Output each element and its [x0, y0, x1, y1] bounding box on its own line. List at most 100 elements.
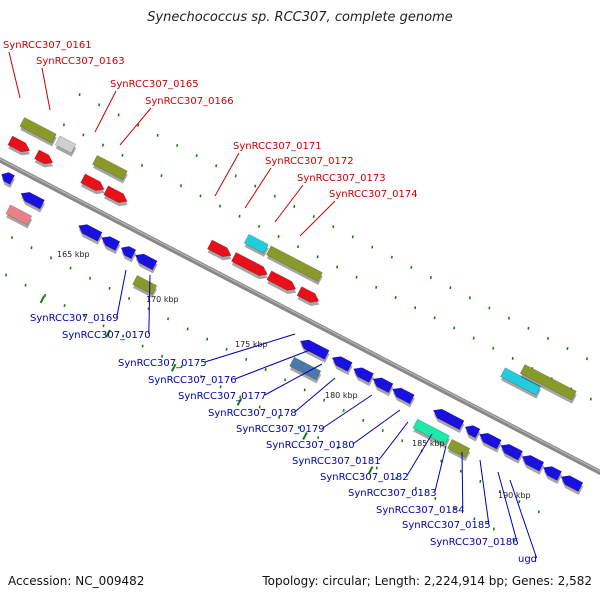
- major-tick: [105, 329, 111, 338]
- genome-backbone: [0, 157, 600, 476]
- gene-0168b: [5, 204, 33, 229]
- gene-0173: [265, 245, 323, 286]
- leader-line-bottom: [322, 394, 373, 429]
- gene-0172: [243, 233, 269, 257]
- kbp-label: 170 kbp: [146, 295, 179, 304]
- gene-label-top: SynRCC307_0161: [3, 40, 92, 51]
- leader-line-bottom: [204, 333, 296, 363]
- gene-0165: [92, 154, 128, 184]
- gene-0174c: [296, 286, 320, 306]
- major-tick: [302, 432, 308, 441]
- gene-0168a: [1, 172, 15, 188]
- gene-0177: [331, 356, 353, 376]
- gene-label-bottom: ugd: [518, 554, 537, 565]
- gene-0179: [372, 377, 394, 397]
- kbp-label: 165 kbp: [57, 250, 90, 259]
- gene-0166: [80, 173, 105, 195]
- kbp-label: 190 kbp: [498, 491, 531, 500]
- topology-text: Topology: circular; Length: 2,224,914 bp…: [262, 574, 592, 588]
- gene-label-bottom: SynRCC307_0180: [266, 440, 355, 451]
- gene-label-bottom: SynRCC307_0183: [348, 488, 437, 499]
- gene-0185b: [521, 455, 545, 475]
- gene-0174a: [230, 252, 268, 280]
- leader-line-top: [299, 200, 336, 237]
- gene-0183b: [447, 438, 471, 462]
- gene-label-bottom: SynRCC307_0170: [62, 330, 151, 341]
- gene-0161: [19, 117, 57, 147]
- gene-label-bottom: SynRCC307_0182: [320, 472, 409, 483]
- gene-0168: [20, 191, 45, 213]
- gene-label-bottom: SynRCC307_0175: [118, 358, 207, 369]
- gene-0171: [207, 239, 232, 261]
- leader-line-bottom: [497, 471, 518, 542]
- gene-0167: [103, 185, 128, 207]
- gene-0175: [299, 339, 330, 363]
- gene-label-bottom: SynRCC307_0179: [236, 424, 325, 435]
- leader-line-bottom: [461, 451, 464, 510]
- leader-line-bottom: [116, 269, 127, 318]
- gene-label-top: SynRCC307_0166: [145, 96, 234, 107]
- gene-0183: [479, 432, 502, 453]
- gene-0181: [432, 408, 465, 434]
- gene-0176: [289, 356, 322, 384]
- major-tick: [236, 397, 243, 406]
- gene-0185: [519, 364, 577, 404]
- gene-0162: [54, 135, 77, 157]
- gene-label-top: SynRCC307_0163: [36, 56, 125, 67]
- kbp-label: 175 kbp: [235, 340, 268, 349]
- gene-label-top: SynRCC307_0173: [297, 173, 386, 184]
- gene-0169b: [101, 236, 121, 255]
- kbp-label: 180 kbp: [325, 391, 358, 400]
- gene-label-top: SynRCC307_0171: [233, 141, 322, 152]
- gene-label-top: SynRCC307_0172: [265, 156, 354, 167]
- leader-line-top: [94, 90, 117, 133]
- accession-text: Accession: NC_009482: [8, 574, 145, 588]
- leader-line-bottom: [378, 421, 409, 461]
- leader-line-bottom: [479, 459, 490, 525]
- leader-line-top: [214, 152, 240, 197]
- kbp-label: 185 kbp: [412, 439, 445, 448]
- gene-0164: [34, 149, 54, 168]
- gene-0178: [353, 367, 374, 387]
- leader-line-bottom: [294, 377, 336, 413]
- leader-line-bottom: [148, 274, 151, 335]
- gene-0184: [500, 367, 542, 399]
- gene-label-bottom: SynRCC307_0184: [376, 505, 465, 516]
- gene-0169a: [78, 224, 103, 245]
- leader-line-bottom: [406, 433, 433, 477]
- gene-0174b: [266, 270, 297, 294]
- gene-label-bottom: SynRCC307_0177: [178, 391, 267, 402]
- gene-label-bottom: SynRCC307_0178: [208, 408, 297, 419]
- leader-line-top: [8, 51, 21, 99]
- gene-label-bottom: SynRCC307_0176: [148, 375, 237, 386]
- gene-0183a: [464, 425, 481, 442]
- gene-label-top: SynRCC307_0174: [329, 189, 418, 200]
- leader-line-top: [244, 167, 272, 209]
- gene-ugd: [560, 475, 584, 496]
- gene-0163: [7, 135, 31, 156]
- major-tick: [170, 363, 177, 372]
- gene-label-bottom: SynRCC307_0181: [292, 456, 381, 467]
- gene-label-bottom: SynRCC307_0169: [30, 313, 119, 324]
- gene-0169c: [120, 246, 137, 263]
- gene-0186: [542, 466, 563, 484]
- leader-line-bottom: [234, 349, 311, 380]
- gene-0169d: [134, 253, 158, 274]
- leader-line-bottom: [264, 363, 323, 396]
- gene-0184b: [500, 443, 523, 464]
- leader-line-bottom: [509, 479, 538, 559]
- leader-line-bottom: [434, 445, 447, 493]
- genome-backbone-highlight: [0, 158, 600, 472]
- gene-label-top: SynRCC307_0165: [110, 79, 199, 90]
- map-title: Synechococcus sp. RCC307, complete genom…: [147, 10, 453, 25]
- gene-0180: [392, 387, 415, 408]
- major-tick: [39, 295, 46, 304]
- gene-label-bottom: SynRCC307_0186: [430, 537, 519, 548]
- leader-line-top: [119, 107, 152, 146]
- leader-line-top: [274, 184, 304, 223]
- gene-label-bottom: SynRCC307_0185: [402, 520, 491, 531]
- leader-line-top: [41, 67, 51, 111]
- leader-line-bottom: [352, 409, 401, 445]
- major-tick: [367, 466, 374, 475]
